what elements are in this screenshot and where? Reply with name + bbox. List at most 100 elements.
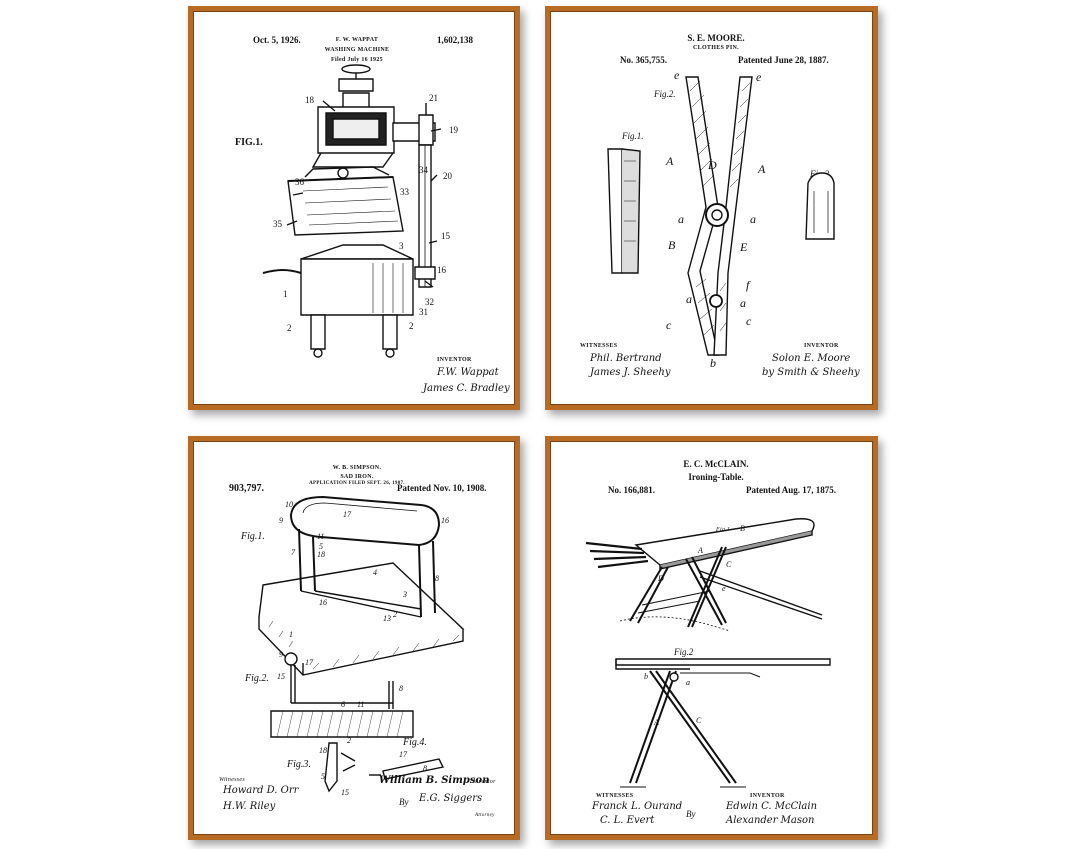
inventor-name: F. W. WAPPAT — [335, 37, 379, 43]
inventor-label: Inventor — [473, 779, 496, 785]
svg-text:A: A — [653, 718, 659, 727]
svg-text:8: 8 — [399, 684, 403, 693]
svg-text:17: 17 — [305, 658, 314, 667]
svg-text:a: a — [740, 296, 746, 310]
svg-text:8: 8 — [423, 764, 427, 773]
svg-text:b: b — [644, 672, 648, 681]
svg-text:2: 2 — [347, 736, 351, 745]
svg-text:e: e — [722, 584, 726, 593]
svg-text:16: 16 — [437, 265, 447, 275]
svg-text:a: a — [686, 678, 690, 687]
inventor-label: INVENTOR — [804, 343, 839, 349]
svg-text:2: 2 — [393, 610, 397, 619]
attorney-label: Attorney — [475, 813, 495, 818]
svg-text:a: a — [678, 212, 684, 226]
inventor-label: INVENTOR — [437, 357, 472, 363]
svg-text:11: 11 — [357, 700, 364, 709]
patent-title: WASHING MACHINE — [324, 47, 390, 53]
svg-text:36: 36 — [295, 177, 305, 187]
figure-1-label: Fig.1. — [241, 531, 265, 542]
figure-3-label: Fig.3. — [287, 759, 311, 770]
inventor-signature: William B. Simpson — [379, 775, 490, 786]
svg-text:a: a — [686, 292, 692, 306]
svg-text:8: 8 — [435, 574, 439, 583]
attorney-signature: Alexander Mason — [726, 815, 815, 826]
figure-1-label: Fig.1. — [622, 131, 644, 141]
witnesses-label: WITNESSES — [580, 343, 618, 349]
patent-sheet: W. B. SIMPSON. SAD IRON. APPLICATION FIL… — [193, 441, 515, 835]
svg-text:13: 13 — [383, 614, 391, 623]
by-label: By — [686, 809, 696, 819]
svg-text:e: e — [674, 68, 680, 82]
svg-text:16: 16 — [319, 598, 327, 607]
inventor-label: INVENTOR — [750, 793, 785, 799]
svg-text:7: 7 — [291, 548, 296, 557]
svg-text:A: A — [665, 154, 674, 168]
patent-sheet: E. C. McCLAIN. Ironing-Table. No. 166,88… — [550, 441, 873, 835]
witnesses-label: Witnesses — [219, 777, 246, 783]
svg-text:32: 32 — [425, 297, 434, 307]
svg-text:B: B — [740, 524, 745, 533]
witness-1-signature: Franck L. Ourand — [592, 801, 683, 812]
patent-number: No. 365,755. — [620, 55, 667, 65]
svg-text:B: B — [668, 238, 676, 252]
attorney-signature: E.G. Siggers — [419, 793, 483, 804]
svg-text:A: A — [697, 546, 703, 555]
patent-title: SAD IRON. — [340, 474, 374, 480]
figure-1-label: Fig.1 — [716, 527, 731, 533]
svg-text:9: 9 — [279, 650, 283, 659]
svg-text:C: C — [726, 560, 732, 569]
figure-label: FIG.1. — [235, 137, 263, 148]
svg-text:34: 34 — [419, 165, 429, 175]
inventor-name: E. C. McCLAIN. — [683, 459, 749, 469]
inventor-signature: Solon E. Moore — [772, 353, 851, 364]
patent-sheet: S. E. MOORE. CLOTHES PIN. No. 365,755. P… — [550, 11, 873, 405]
svg-text:18: 18 — [305, 95, 315, 105]
svg-text:D: D — [707, 158, 717, 172]
svg-text:f: f — [746, 278, 751, 292]
patent-title: Ironing-Table. — [688, 472, 744, 482]
svg-text:D: D — [657, 574, 664, 583]
svg-text:19: 19 — [449, 125, 459, 135]
svg-text:2: 2 — [287, 323, 292, 333]
patent-number: 1,602,138 — [437, 35, 473, 45]
svg-text:16: 16 — [441, 516, 449, 525]
figure-2-label: Fig.2. — [654, 89, 676, 99]
poster-sad-iron: W. B. SIMPSON. SAD IRON. APPLICATION FIL… — [188, 436, 520, 840]
witness-1-signature: Phil. Bertrand — [590, 353, 662, 364]
svg-text:1: 1 — [289, 630, 293, 639]
svg-text:1: 1 — [283, 289, 288, 299]
figure-4-label: Fig.4. — [403, 737, 427, 748]
svg-text:e: e — [756, 70, 762, 84]
inventor-signature: Edwin C. McClain — [726, 801, 818, 812]
figure-2-label: Fig.2 — [674, 647, 694, 657]
svg-text:c: c — [666, 318, 672, 332]
svg-text:35: 35 — [273, 219, 283, 229]
patent-number: 903,797. — [229, 483, 264, 494]
svg-text:6: 6 — [341, 700, 345, 709]
inventor-name: W. B. SIMPSON. — [332, 465, 382, 471]
svg-text:3: 3 — [402, 590, 407, 599]
svg-text:15: 15 — [341, 788, 349, 797]
svg-text:17: 17 — [343, 510, 352, 519]
patent-number: No. 166,881. — [608, 485, 655, 495]
svg-text:11: 11 — [317, 532, 324, 541]
witness-2-signature: H.W. Riley — [223, 801, 276, 812]
svg-text:3: 3 — [399, 241, 404, 251]
witness-1-signature: Howard D. Orr — [223, 785, 299, 796]
svg-text:10: 10 — [285, 500, 293, 509]
poster-ironing-table: E. C. McCLAIN. Ironing-Table. No. 166,88… — [545, 436, 878, 840]
svg-text:18: 18 — [319, 746, 327, 755]
patented-date: Patented Aug. 17, 1875. — [746, 485, 836, 495]
attorney-signature: James C. Bradley — [423, 383, 510, 394]
inventor-name: S. E. MOORE. — [687, 33, 745, 43]
patented-date: Patented Nov. 10, 1908. — [397, 483, 487, 493]
inventor-signature: F.W. Wappat — [437, 367, 499, 378]
svg-text:9: 9 — [279, 516, 283, 525]
svg-text:A: A — [757, 162, 766, 176]
svg-text:5: 5 — [319, 542, 323, 551]
svg-text:33: 33 — [400, 187, 410, 197]
